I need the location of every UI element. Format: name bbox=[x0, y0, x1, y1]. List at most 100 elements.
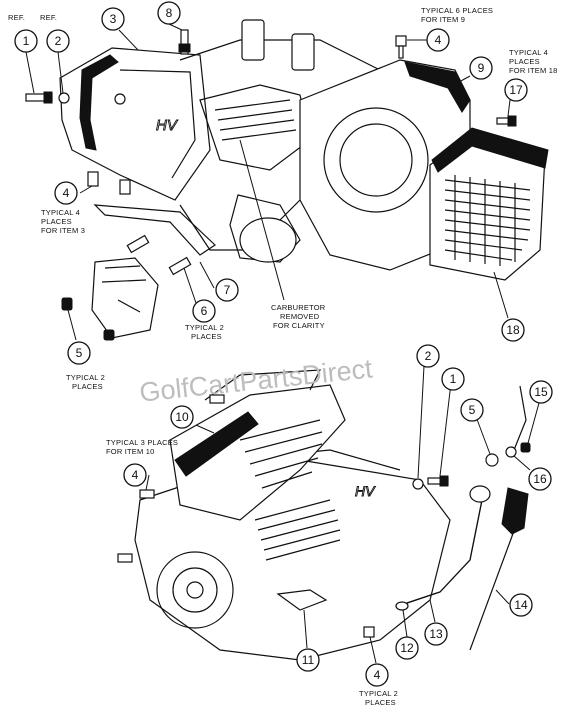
note-carburetor-line1: CARBURETOR bbox=[271, 303, 326, 312]
callout-4-mid: 4 bbox=[123, 463, 147, 487]
svg-text:11: 11 bbox=[302, 653, 315, 667]
washer-item-2-bottom bbox=[412, 478, 424, 490]
svg-text:12: 12 bbox=[400, 641, 414, 655]
note-typical3-line1: TYPICAL 3 PLACES bbox=[106, 438, 178, 447]
note-typical2-b-line2: PLACES bbox=[191, 332, 222, 341]
svg-text:4: 4 bbox=[374, 668, 381, 682]
svg-text:2: 2 bbox=[425, 349, 432, 363]
guard-item-11 bbox=[276, 589, 328, 611]
svg-text:4: 4 bbox=[132, 468, 139, 482]
svg-text:5: 5 bbox=[76, 346, 83, 360]
callout-17: 17 bbox=[504, 78, 528, 102]
note-typical4-18-line1: TYPICAL 4 bbox=[509, 48, 548, 57]
svg-text:10: 10 bbox=[175, 410, 189, 424]
callout-5-left: 5 bbox=[67, 341, 91, 365]
svg-text:1: 1 bbox=[23, 34, 30, 48]
svg-text:17: 17 bbox=[509, 83, 523, 97]
svg-text:7: 7 bbox=[224, 283, 231, 297]
callout-15: 15 bbox=[529, 380, 553, 404]
svg-text:14: 14 bbox=[514, 598, 528, 612]
dipstick-item-14 bbox=[469, 519, 519, 651]
note-typical2-b-line1: TYPICAL 2 bbox=[185, 323, 224, 332]
note-typical4-18-line3: FOR ITEM 18 bbox=[509, 66, 557, 75]
svg-text:6: 6 bbox=[201, 304, 208, 318]
note-typical4-3-line3: FOR ITEM 3 bbox=[41, 226, 85, 235]
callout-11: 11 bbox=[296, 648, 320, 672]
left-shroud-dark-edge bbox=[79, 54, 119, 151]
bolt-item-17 bbox=[496, 115, 517, 127]
left-shroud-item-3 bbox=[59, 47, 211, 201]
callout-7: 7 bbox=[215, 278, 239, 302]
engine-mark-bottom: HV bbox=[355, 483, 376, 499]
callout-9: 9 bbox=[469, 56, 493, 80]
bolt-item-1-bottom bbox=[427, 475, 449, 487]
callout-2-bottom: 2 bbox=[416, 344, 440, 368]
svg-text:9: 9 bbox=[478, 61, 485, 75]
callout-4-bottom: 4 bbox=[365, 663, 389, 687]
note-typical2-a-line1: TYPICAL 2 bbox=[66, 373, 105, 382]
note-typical4-3-line2: PLACES bbox=[41, 217, 72, 226]
note-typical4-3-line1: TYPICAL 4 bbox=[41, 208, 80, 217]
right-shroud-dark-edge bbox=[404, 61, 471, 113]
callout-14: 14 bbox=[509, 593, 533, 617]
cap-item-15 bbox=[520, 442, 531, 453]
engine-mark-top: HV bbox=[156, 117, 179, 134]
svg-text:5: 5 bbox=[469, 403, 476, 417]
nut-item-5-right bbox=[485, 453, 499, 467]
note-ref-right: REF. bbox=[40, 13, 57, 22]
callout-1-top: 1 bbox=[14, 29, 38, 53]
svg-text:4: 4 bbox=[435, 33, 442, 47]
note-typical2-a-line2: PLACES bbox=[72, 382, 103, 391]
callout-16: 16 bbox=[528, 467, 552, 491]
callout-3: 3 bbox=[101, 7, 125, 31]
callout-4-left: 4 bbox=[54, 181, 78, 205]
callout-10: 10 bbox=[170, 405, 194, 429]
callout-18: 18 bbox=[501, 318, 525, 342]
annotation-notes: REF. REF. TYPICAL 6 PLACES FOR ITEM 9 TY… bbox=[8, 6, 557, 707]
cylinder-shroud-item-10 bbox=[169, 384, 346, 521]
callout-8: 8 bbox=[157, 1, 181, 25]
note-typical3-line2: FOR ITEM 10 bbox=[106, 447, 154, 456]
svg-text:2: 2 bbox=[55, 34, 62, 48]
breather-hose bbox=[513, 385, 527, 451]
callouts: 1 2 3 8 4 9 17 4 7 6 5 18 2 1 5 15 10 16… bbox=[14, 1, 553, 687]
note-typical2-c-line1: TYPICAL 2 bbox=[359, 689, 398, 698]
washer-item-2-top bbox=[58, 92, 70, 104]
bolt-item-4-top bbox=[395, 35, 407, 59]
clamp-item-16 bbox=[505, 446, 517, 458]
bolts-item-4-mid bbox=[117, 394, 225, 563]
svg-text:13: 13 bbox=[429, 627, 443, 641]
callout-1-bottom: 1 bbox=[441, 367, 465, 391]
callout-4-top: 4 bbox=[426, 28, 450, 52]
note-typical6-line2: FOR ITEM 9 bbox=[421, 15, 465, 24]
note-ref-left: REF. bbox=[8, 13, 25, 22]
note-carburetor-line3: FOR CLARITY bbox=[273, 321, 325, 330]
top-engine-assembly: HV bbox=[25, 19, 549, 341]
svg-text:15: 15 bbox=[534, 385, 548, 399]
svg-text:16: 16 bbox=[533, 472, 547, 486]
svg-text:4: 4 bbox=[63, 186, 70, 200]
ignition-module bbox=[91, 257, 159, 339]
bolts-item-4-left bbox=[87, 171, 131, 195]
leader-lines bbox=[25, 23, 540, 664]
bolt-item-8 bbox=[178, 29, 191, 55]
svg-text:18: 18 bbox=[506, 323, 520, 337]
cylinder-shroud-dark-band bbox=[174, 411, 259, 477]
note-carburetor-line2: REMOVED bbox=[280, 312, 320, 321]
note-typical2-c-line2: PLACES bbox=[365, 698, 396, 707]
nut-item-5 bbox=[61, 297, 73, 311]
svg-text:1: 1 bbox=[450, 372, 457, 386]
callout-6: 6 bbox=[192, 299, 216, 323]
note-typical4-18-line2: PLACES bbox=[509, 57, 540, 66]
bolt-item-1-top bbox=[25, 91, 53, 104]
callout-13: 13 bbox=[424, 622, 448, 646]
oring-item-12 bbox=[395, 601, 409, 611]
air-screen-dark-rim bbox=[431, 127, 549, 173]
spark-plug-item-6 bbox=[126, 234, 192, 276]
bottom-engine-assembly: HV bbox=[117, 369, 531, 661]
callout-2-top: 2 bbox=[46, 29, 70, 53]
svg-text:3: 3 bbox=[110, 12, 117, 26]
note-typical6-line1: TYPICAL 6 PLACES bbox=[421, 6, 493, 15]
callout-5-right: 5 bbox=[460, 398, 484, 422]
